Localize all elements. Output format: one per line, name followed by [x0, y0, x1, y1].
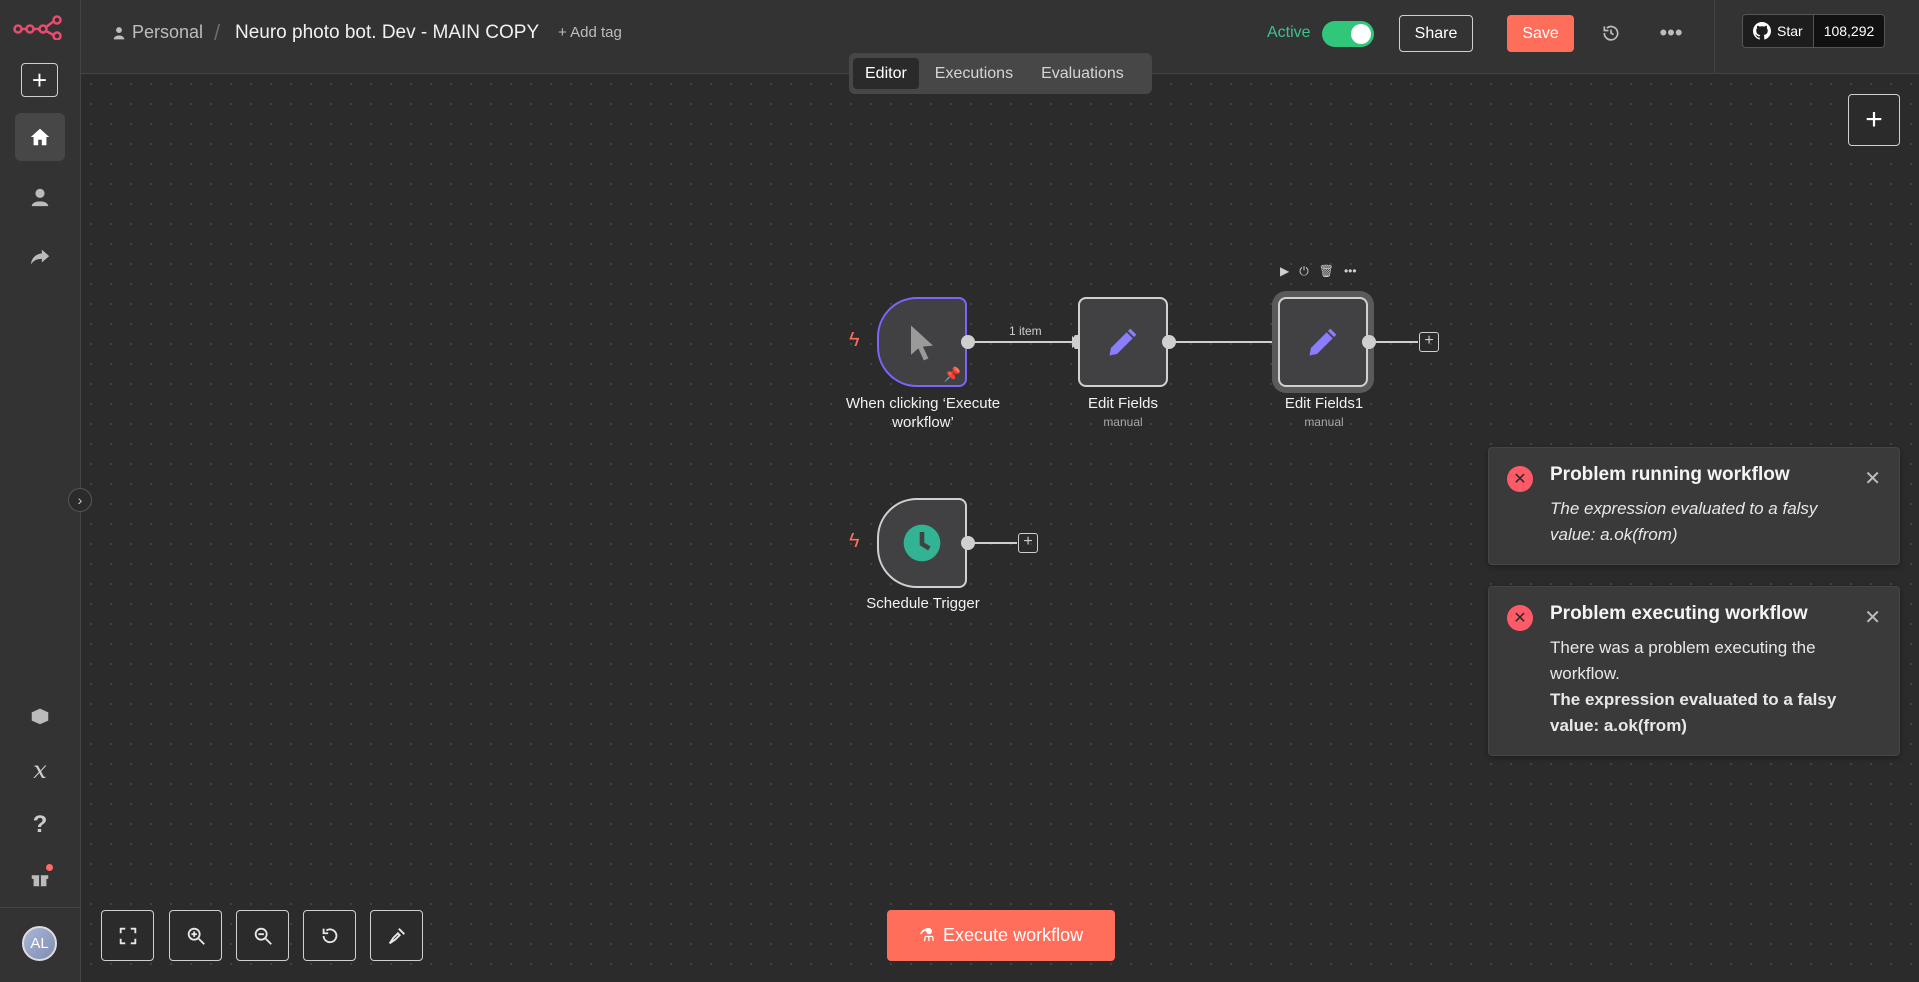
add-next-node-button[interactable]: + — [1018, 533, 1038, 553]
node-label-schedule-trigger: Schedule Trigger — [866, 595, 980, 612]
node-edit-fields1[interactable] — [1278, 297, 1368, 387]
edge-item-count: 1 item — [1009, 324, 1042, 338]
pencil-icon — [1107, 326, 1139, 358]
close-icon[interactable]: ✕ — [1864, 468, 1881, 490]
active-label: Active — [1267, 24, 1311, 41]
user-icon[interactable] — [15, 173, 65, 221]
tab-executions[interactable]: Executions — [934, 64, 1014, 82]
save-button[interactable]: Save — [1507, 15, 1574, 52]
trigger-bolt-icon: ϟ — [849, 530, 860, 552]
output-port[interactable] — [1362, 335, 1376, 349]
execute-workflow-label: Execute workflow — [943, 925, 1084, 945]
node-toolbar: ▶ ⏻ 🗑 ••• — [1280, 264, 1357, 279]
github-star-button[interactable]: Star 108,292 — [1742, 14, 1886, 48]
gift-icon[interactable] — [15, 854, 65, 902]
zoom-in-button[interactable] — [169, 910, 222, 961]
templates-icon[interactable] — [15, 692, 65, 740]
more-icon[interactable]: ••• — [1343, 264, 1357, 278]
create-button[interactable]: + — [21, 63, 58, 97]
tab-editor[interactable]: Editor — [853, 58, 919, 89]
power-icon[interactable]: ⏻ — [1299, 264, 1309, 278]
home-icon[interactable] — [15, 113, 65, 161]
breadcrumb-separator: / — [214, 20, 221, 45]
active-toggle[interactable] — [1322, 21, 1374, 47]
broom-icon — [388, 927, 405, 944]
output-port[interactable] — [961, 335, 975, 349]
trash-icon[interactable]: 🗑 — [1318, 264, 1334, 278]
user-small-icon — [113, 26, 125, 39]
history-icon[interactable] — [1598, 20, 1624, 46]
zoom-out-button[interactable] — [236, 910, 289, 961]
add-node-button[interactable]: + — [1848, 94, 1900, 146]
node-label-manual-trigger: When clicking ‘Execute workflow’ — [845, 395, 1001, 431]
node-edit-fields[interactable] — [1078, 297, 1168, 387]
close-icon[interactable]: ✕ — [1864, 607, 1881, 629]
sidebar-divider — [0, 907, 81, 908]
node-schedule-trigger[interactable] — [877, 498, 967, 588]
node-manual-trigger[interactable]: 📌 — [877, 297, 967, 387]
trigger-bolt-icon: ϟ — [849, 329, 860, 351]
avatar[interactable]: AL — [22, 926, 57, 961]
undo-icon — [322, 927, 337, 943]
share-arrow-icon[interactable] — [15, 233, 65, 281]
n8n-logo-icon[interactable] — [13, 14, 63, 40]
fit-view-button[interactable] — [101, 910, 154, 961]
help-icon[interactable]: ? — [32, 811, 48, 838]
toast-body: The expression evaluated to a falsy valu… — [1550, 499, 1818, 544]
node-sub-edit-fields1: manual — [1304, 415, 1344, 429]
toast-body: There was a problem executing the workfl… — [1550, 635, 1860, 739]
pencil-icon — [1307, 326, 1339, 358]
tab-evaluations[interactable]: Evaluations — [1041, 64, 1124, 82]
notification-dot — [46, 864, 53, 871]
play-icon[interactable]: ▶ — [1280, 264, 1290, 278]
tidy-up-button[interactable] — [370, 910, 423, 961]
header-separator — [1714, 0, 1715, 74]
add-tag-button[interactable]: + Add tag — [558, 24, 622, 41]
add-next-node-button[interactable]: + — [1419, 332, 1439, 352]
more-options-icon[interactable]: ••• — [1659, 20, 1683, 45]
sidebar: + 𝑥 ? AL — [0, 0, 81, 982]
node-sub-edit-fields: manual — [1103, 415, 1143, 429]
github-star-label: Star — [1777, 23, 1803, 39]
node-label-edit-fields1: Edit Fields1 — [1284, 395, 1364, 412]
flask-icon: ⚗ — [918, 925, 936, 945]
cursor-icon — [911, 325, 933, 361]
zoom-out-icon — [254, 927, 272, 945]
output-port[interactable] — [1162, 335, 1176, 349]
owner-label: Personal — [132, 22, 204, 42]
share-button[interactable]: Share — [1399, 15, 1473, 52]
node-label-edit-fields: Edit Fields — [1087, 395, 1159, 412]
variables-icon[interactable]: 𝑥 — [33, 756, 47, 784]
toast-body-detail: The expression evaluated to a falsy valu… — [1550, 690, 1837, 735]
execute-workflow-button[interactable]: ⚗ Execute workflow — [887, 910, 1115, 961]
toast-body-line: There was a problem executing the workfl… — [1550, 638, 1816, 683]
toast-title: Problem running workflow — [1550, 464, 1790, 485]
error-icon: ✕ — [1507, 466, 1533, 492]
workflow-title[interactable]: Neuro photo bot. Dev - MAIN COPY — [235, 22, 540, 43]
toast-problem-running: ✕ Problem running workflow ✕ The express… — [1488, 447, 1900, 565]
github-star-count: 108,292 — [1812, 15, 1885, 47]
pin-icon: 📌 — [943, 366, 961, 382]
reset-zoom-button[interactable] — [303, 910, 356, 961]
zoom-in-icon — [187, 927, 205, 945]
view-tabs: Editor Executions Evaluations — [849, 53, 1152, 94]
toast-title: Problem executing workflow — [1550, 603, 1808, 624]
toast-problem-executing: ✕ Problem executing workflow ✕ There was… — [1488, 586, 1900, 756]
fit-view-icon — [119, 927, 136, 944]
sidebar-expand-chevron-icon[interactable]: › — [68, 488, 92, 512]
breadcrumb-owner[interactable]: Personal — [112, 22, 203, 43]
clock-icon — [903, 524, 941, 562]
github-icon — [1753, 22, 1771, 40]
error-icon: ✕ — [1507, 605, 1533, 631]
output-port[interactable] — [961, 536, 975, 550]
